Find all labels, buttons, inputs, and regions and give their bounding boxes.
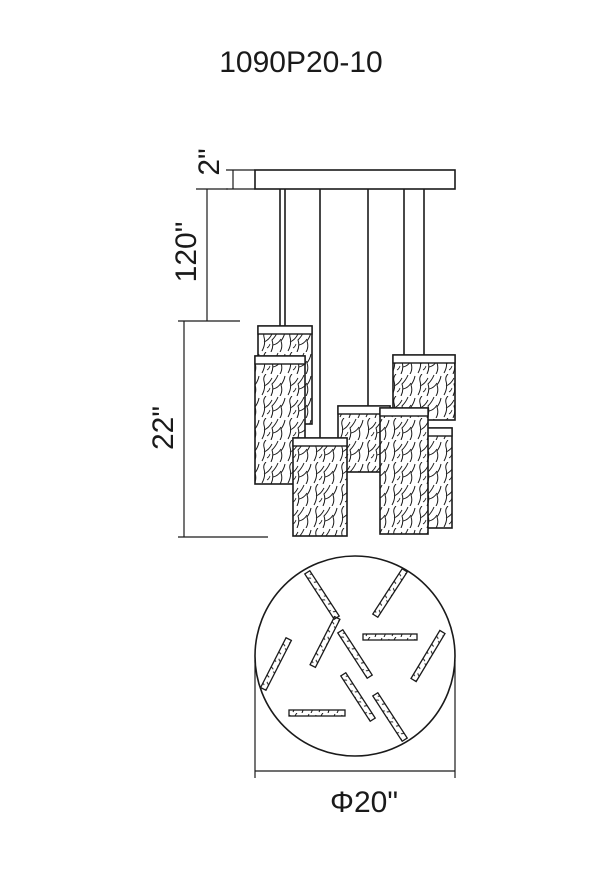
shade-footprint bbox=[288, 709, 346, 717]
shade-footprint bbox=[362, 633, 418, 641]
fixture-height-dimension bbox=[178, 320, 268, 538]
pendant-shades bbox=[254, 325, 456, 537]
pendant-shade bbox=[379, 407, 429, 535]
side-view: 2" 120" 22" bbox=[147, 148, 456, 538]
diameter-dimension bbox=[254, 660, 456, 778]
shade-footprint bbox=[309, 615, 341, 669]
model-number-title: 1090P20-10 bbox=[219, 46, 382, 79]
bottom-view: Φ20" bbox=[254, 555, 456, 819]
suspension-cords bbox=[279, 189, 425, 438]
cord-length-label: 120" bbox=[170, 222, 203, 283]
canopy-plate bbox=[254, 169, 456, 190]
cord-length-dimension bbox=[196, 188, 240, 322]
canopy-height-label: 2" bbox=[193, 148, 226, 175]
shade-footprint bbox=[339, 671, 377, 723]
shade-footprint bbox=[336, 628, 374, 680]
shade-footprint bbox=[410, 629, 446, 683]
shade-footprint bbox=[371, 567, 409, 619]
pendant-shade bbox=[254, 355, 306, 485]
shade-footprint bbox=[259, 636, 293, 692]
pendant-shade bbox=[292, 437, 348, 537]
diameter-label: Φ20" bbox=[330, 786, 398, 819]
shade-footprint bbox=[371, 691, 409, 743]
fixture-height-label: 22" bbox=[147, 406, 180, 450]
canopy-height-dimension bbox=[226, 169, 255, 190]
shade-footprints bbox=[259, 567, 446, 743]
